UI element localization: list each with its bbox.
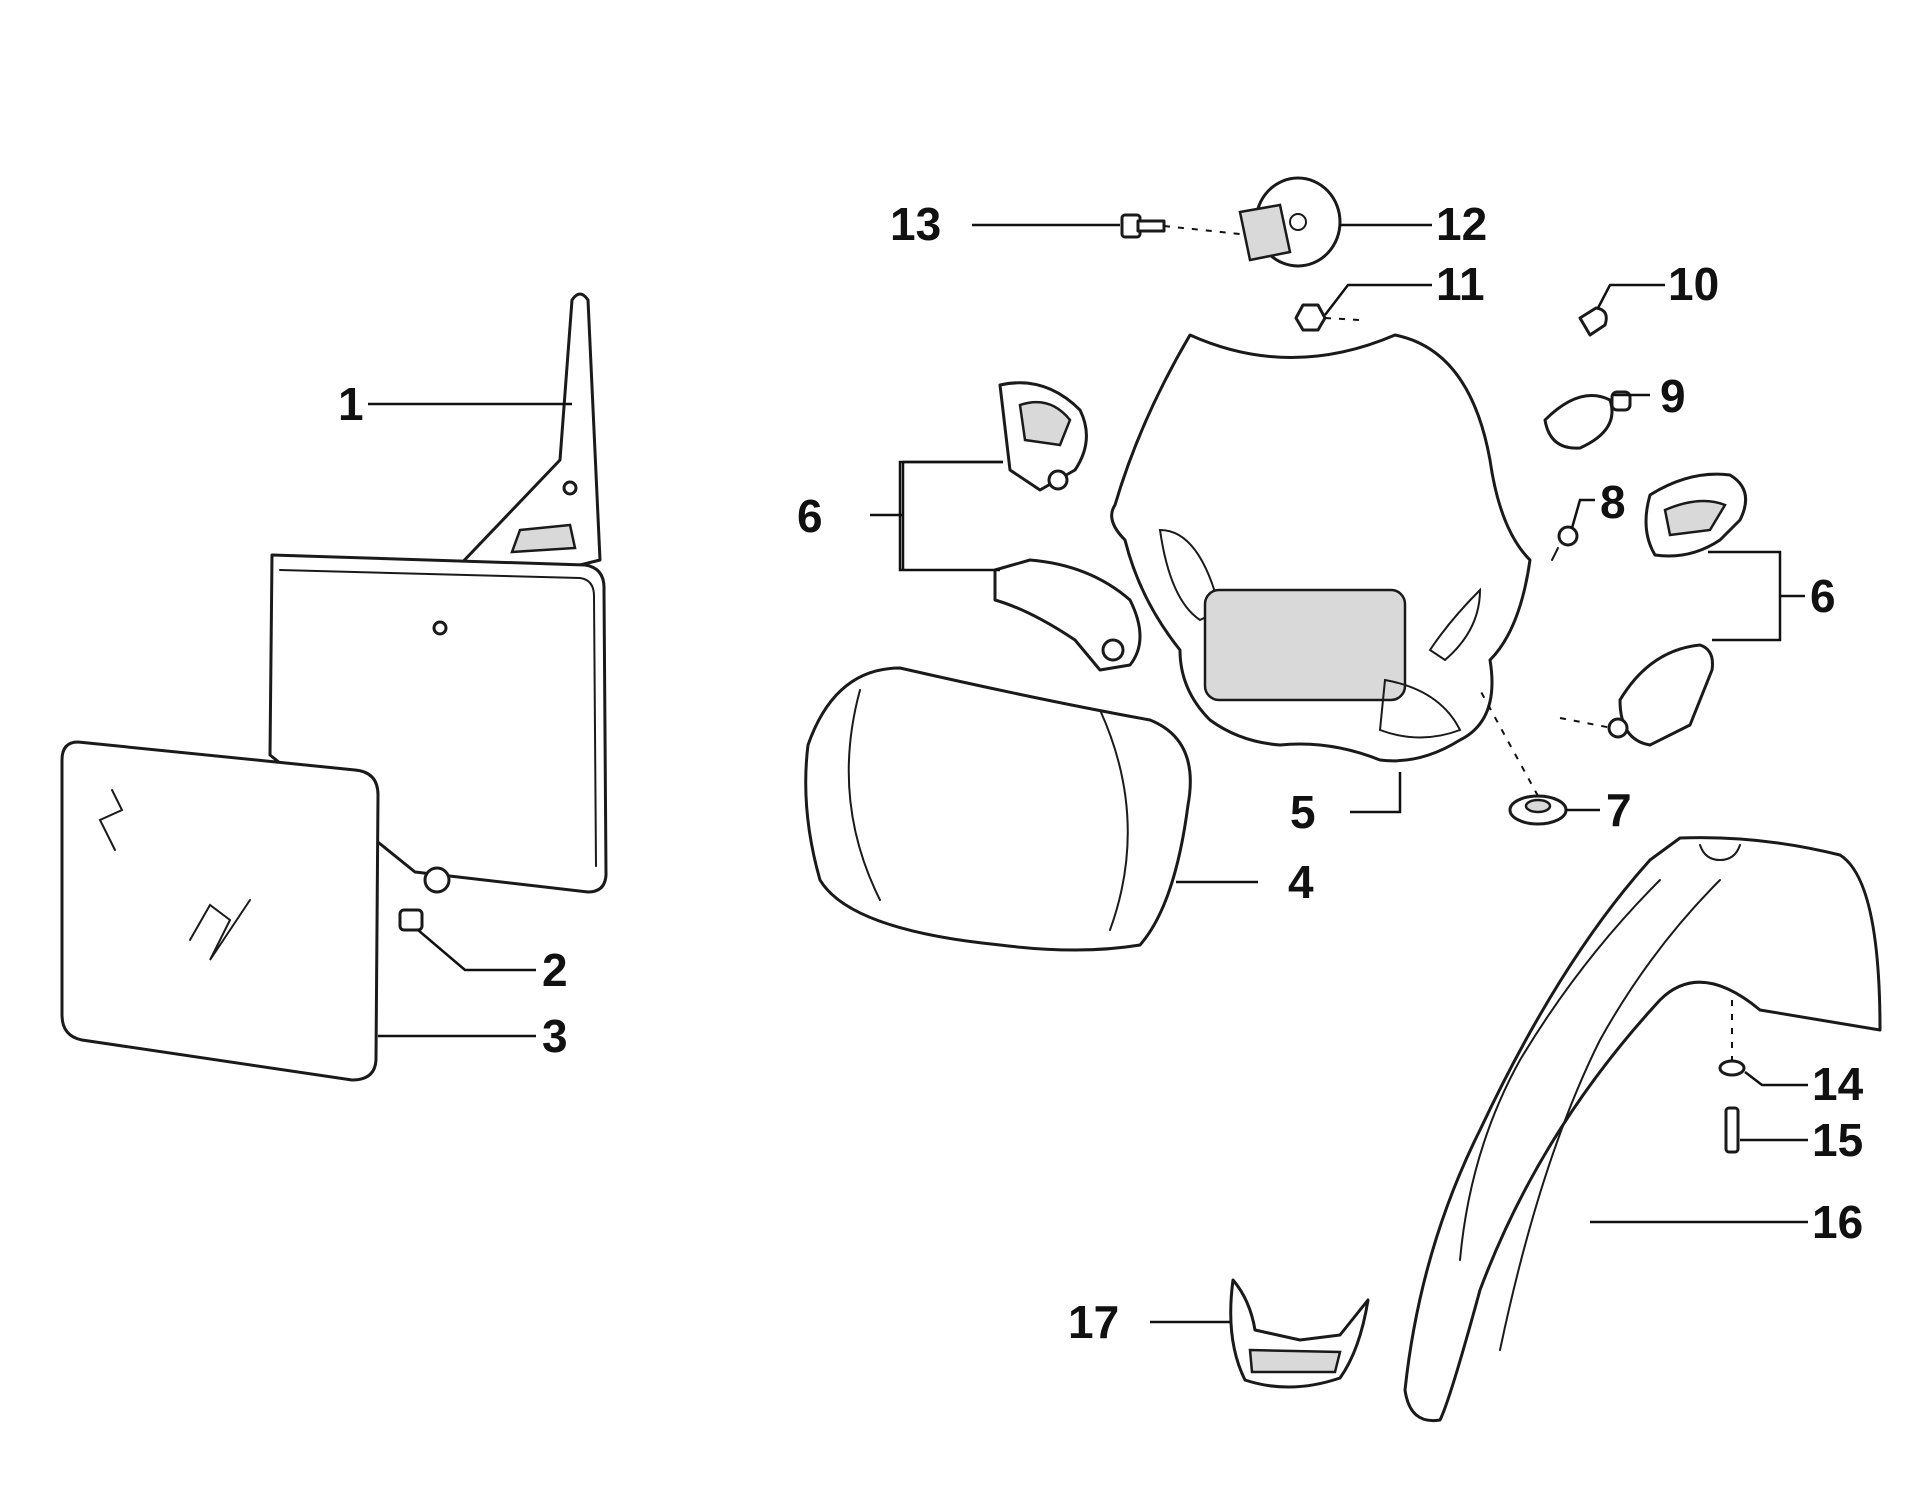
mudguard-insert-part-17 [1229,1278,1370,1389]
callout-5: 5 [1290,786,1316,838]
washer-part-14 [1718,1059,1746,1077]
bulb-socket-part-9 [1543,390,1632,450]
callout-12: 12 [1436,198,1487,250]
bolt-part-13 [1120,213,1166,239]
callout-4: 4 [1288,856,1314,908]
callout-2: 2 [542,944,568,996]
callout-6-right: 6 [1810,570,1836,622]
number-plate-part-3 [60,740,380,1082]
callout-7: 7 [1606,784,1632,836]
bulb-part-10 [1578,306,1608,337]
callout-17: 17 [1068,1296,1119,1348]
screw-part-8 [1551,525,1579,561]
lamp-holder-upper-left-part-6 [998,381,1088,492]
headlight-fairing-part-5 [1110,333,1532,763]
grommet-part-7 [1508,794,1568,826]
leader-lines [368,223,1808,1324]
callout-3: 3 [542,1010,568,1062]
windscreen-part-4 [804,666,1192,952]
bracket-part-1 [453,292,602,572]
callout-13: 13 [890,198,941,250]
callout-6-left: 6 [797,490,823,542]
mount-part-12 [1238,176,1342,268]
bolt-part-15 [1724,1106,1740,1154]
nut-part-11 [1294,303,1327,332]
callout-16: 16 [1812,1196,1863,1248]
callout-10: 10 [1668,258,1719,310]
callout-14: 14 [1812,1058,1864,1110]
callout-8: 8 [1600,476,1626,528]
callout-11: 11 [1436,258,1485,310]
lamp-holder-lower-right-part-6 [1607,643,1714,747]
callout-9: 9 [1660,370,1686,422]
lamp-holder-upper-right-part-6 [1644,472,1748,558]
front-fender-part-16 [1403,836,1882,1423]
lamp-holder-lower-left-part-6 [993,558,1142,672]
callout-15: 15 [1812,1114,1863,1166]
callout-1: 1 [338,378,364,430]
fastener-part-2 [398,866,451,932]
